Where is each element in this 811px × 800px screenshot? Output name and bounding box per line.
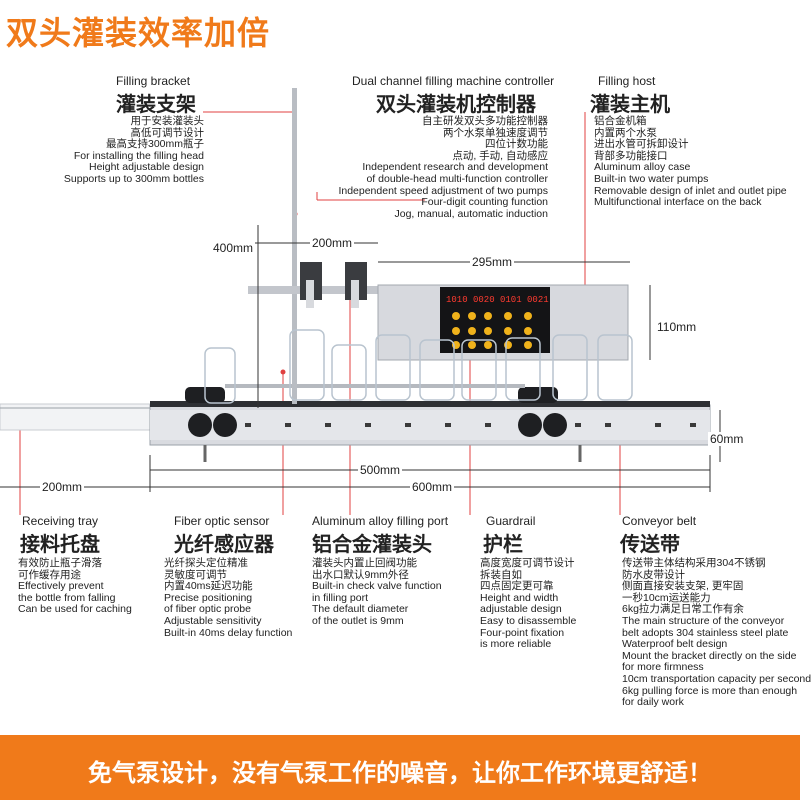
guardrail-zh: 护栏 (483, 532, 523, 556)
banner-footer-text: 免气泵设计，没有气泵工作的噪音，让你工作环境更舒适！ (88, 759, 712, 787)
dim-500: 500mm (358, 463, 403, 477)
dim-295: 295mm (470, 255, 515, 269)
machine-photo-area (0, 230, 800, 500)
filling-bracket-zh: 灌装支架 (116, 92, 196, 116)
dim-400: 400mm (211, 241, 256, 255)
fiber-sensor-en: Fiber optic sensor (174, 514, 270, 528)
dim-200-top: 200mm (310, 236, 355, 250)
bottom-banner: 免气泵设计，没有气泵工作的噪音，让你工作环境更舒适！ (0, 735, 800, 800)
controller-zh: 双头灌装机控制器 (376, 92, 536, 116)
guardrail-bar (225, 384, 525, 388)
controller-en: Dual channel filling machine controller (352, 74, 555, 88)
top-banner: 双头灌装效率加倍 (0, 0, 800, 64)
fiber-sensor-desc: 光纤探头定位精准灵敏度可调节内置40ms延迟功能 Precise positio… (164, 557, 293, 639)
bracket-pole (292, 88, 297, 404)
filling-host-zh: 灌装主机 (590, 92, 670, 116)
fiber-sensor-zh: 光纤感应器 (174, 532, 274, 556)
guardrail-en: Guardrail (486, 514, 536, 528)
receiving-tray-en: Receiving tray (22, 514, 99, 528)
controller-display: 1010 0020 0101 0021 (446, 295, 549, 305)
controller-desc: 自主研发双头多功能控制器两个水泵单独速度调节四位计数功能 点动, 手动, 自动感… (338, 115, 548, 220)
filling-host-en: Filling host (598, 74, 656, 88)
controller-buttons (452, 312, 532, 349)
filling-port-zh: 铝合金灌装头 (312, 532, 432, 556)
belt-surface (150, 401, 710, 407)
guardrail-clamps (185, 387, 567, 437)
filling-bracket-en: Filling bracket (116, 74, 191, 88)
conveyor-belt-zh: 传送带 (620, 532, 680, 556)
receiving-tray-zh: 接料托盘 (20, 532, 100, 556)
dim-600: 600mm (410, 480, 455, 494)
dim-200-bottom: 200mm (40, 480, 85, 494)
banner-title: 双头灌装效率加倍 (6, 14, 271, 52)
filling-bracket-desc: 用于安装灌装头高低可调节设计最高支持300mm瓶子 For installing… (63, 115, 204, 185)
filling-port-en: Aluminum alloy filling port (312, 514, 449, 528)
dim-110: 110mm (655, 320, 699, 334)
conveyor-belt-en: Conveyor belt (622, 514, 697, 528)
conveyor-belt-desc: 传送带主体结构采用304不锈钢防水皮带设计侧面直接安装支架, 更牢固 一秒10c… (622, 557, 811, 709)
conveyor-holes (245, 423, 696, 427)
bottles (204, 329, 633, 404)
dim-60: 60mm (708, 432, 746, 446)
